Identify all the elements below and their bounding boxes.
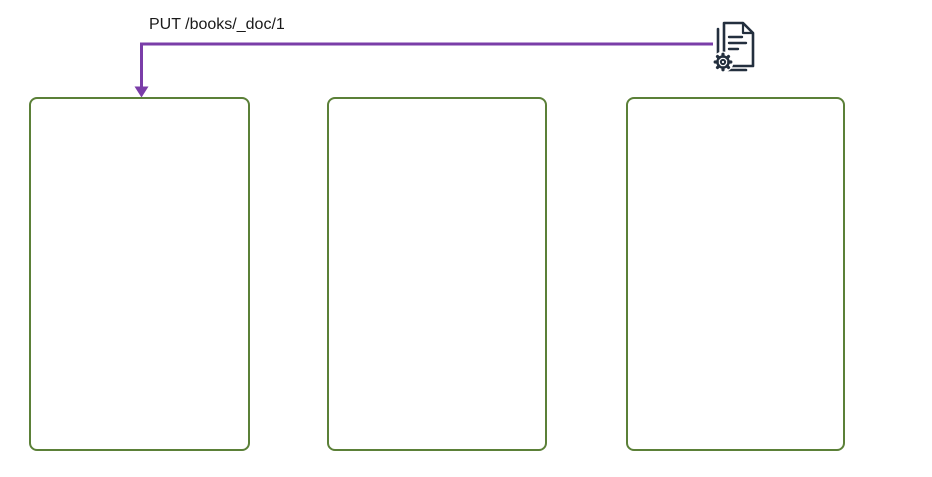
node-box-2 xyxy=(327,97,547,451)
request-label: PUT /books/_doc/1 xyxy=(149,16,285,33)
node-box-3 xyxy=(626,97,845,451)
gear xyxy=(713,52,733,72)
arrow-head xyxy=(134,86,149,98)
document-gear-icon xyxy=(712,21,755,72)
arrow-line xyxy=(140,42,713,88)
folded-corner xyxy=(741,21,755,35)
node-box-1 xyxy=(29,97,250,451)
